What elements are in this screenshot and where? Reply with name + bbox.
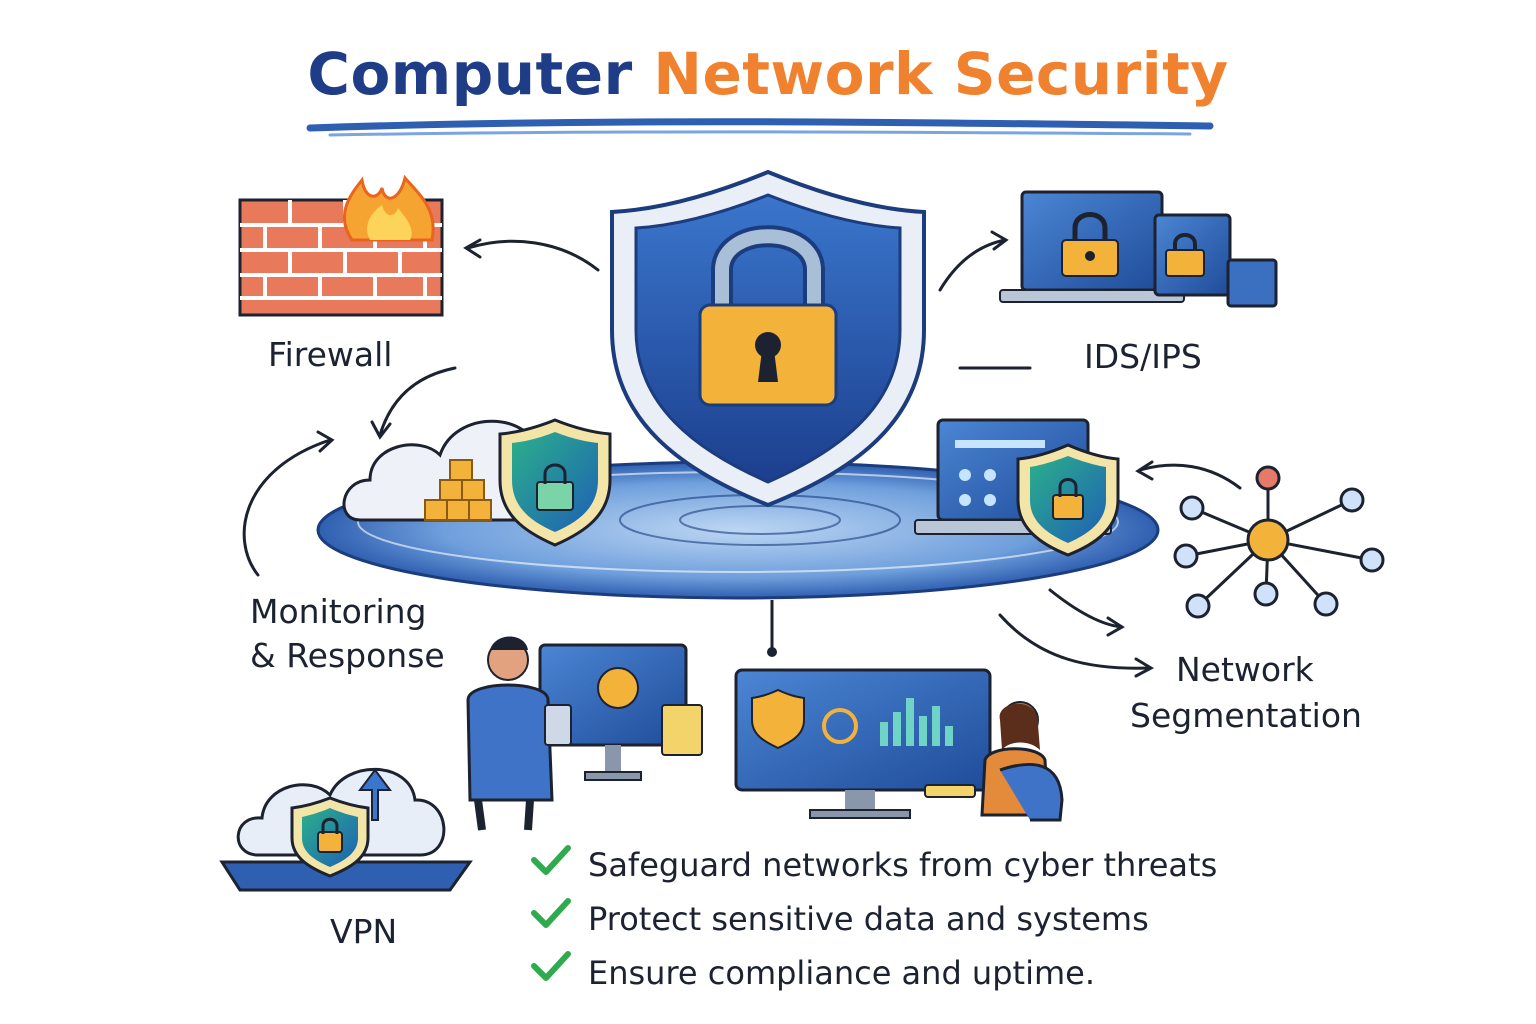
title-part-network-security: Network Security [653, 40, 1229, 108]
laptop-lock-icon [999, 190, 1278, 308]
analyst-monitor-scene [466, 636, 703, 831]
dashboard-monitor-scene [734, 600, 1064, 822]
arrow-head-segmentation [1106, 616, 1125, 637]
arrow-to-ids [938, 238, 1007, 292]
benefit-text: Protect sensitive data and systems [588, 900, 1149, 938]
benefit-text: Safeguard networks from cyber threats [588, 846, 1218, 884]
arrow-to-segmentation [1048, 588, 1124, 629]
benefit-item: Safeguard networks from cyber threats [530, 838, 1217, 892]
arrow-head-ids [990, 230, 1009, 251]
checkmark-icon [531, 951, 571, 981]
arrow-monitoring-loop [242, 438, 332, 577]
checkmark-icons [531, 845, 571, 981]
arrow-from-network [1138, 463, 1242, 490]
title-underline-light [328, 130, 1192, 137]
benefit-item: Protect sensitive data and systems [530, 892, 1217, 946]
benefit-text: Ensure compliance and uptime. [588, 954, 1095, 992]
arrow-head-cloud [370, 420, 392, 440]
label-segmentation-line2: Segmentation [1130, 696, 1362, 735]
label-ids-ips: IDS/IPS [1084, 337, 1202, 376]
arrow-head-firewall [463, 238, 482, 259]
title-underline [306, 118, 1214, 132]
benefits-list: Safeguard networks from cyber threats Pr… [530, 838, 1217, 1000]
shield-lock-icon [610, 169, 926, 508]
arrow-head-monitoring [316, 430, 335, 453]
label-segmentation-line1: Network [1176, 650, 1314, 689]
title-part-computer: Computer [307, 40, 633, 108]
arrow-to-segmentation-label [998, 613, 1152, 670]
benefit-item: Ensure compliance and uptime. [530, 946, 1217, 1000]
checkmark-icon [531, 898, 571, 928]
arrow-head-network [1135, 460, 1154, 481]
brick-wall-fire-icon [238, 174, 444, 317]
laptop-shield-icon [914, 418, 1120, 557]
network-nodes-icon [1173, 465, 1385, 619]
connector-arrows [242, 230, 1242, 678]
arrow-to-cloud [378, 366, 457, 437]
label-vpn: VPN [330, 912, 398, 951]
label-monitoring-line1: Monitoring [250, 592, 427, 631]
arrow-head-segmentation-label [1134, 657, 1155, 678]
label-firewall: Firewall [268, 335, 393, 374]
arrow-to-firewall [466, 239, 600, 272]
cloud-lock-icon [219, 767, 473, 892]
cloud-shield-icon [342, 418, 612, 547]
page-title: Computer Network Security [0, 40, 1536, 108]
checkmark-icon [531, 845, 571, 875]
label-monitoring-line2: & Response [250, 636, 445, 675]
